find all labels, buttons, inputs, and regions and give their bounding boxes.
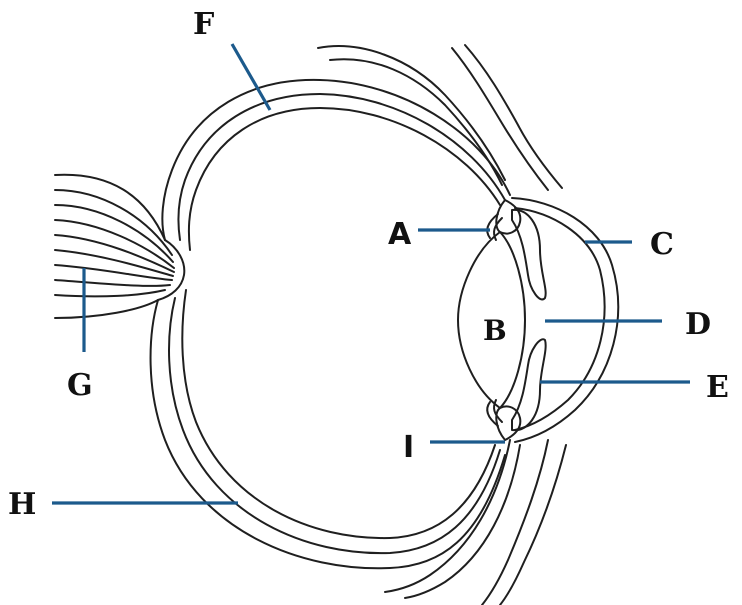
optic-nerve-fibers: [54, 189, 175, 298]
lower-lid-fold: [384, 439, 511, 593]
label-g: G: [67, 368, 93, 403]
labels: A B C D E F G H I: [8, 7, 729, 522]
optic-nerve-lower: [54, 299, 159, 319]
lower-eyelid-outer: [481, 439, 549, 605]
label-a: A: [388, 217, 412, 252]
upper-eyelid-inner: [464, 44, 563, 189]
upper-lid-fold-2: [329, 58, 503, 186]
upper-eyelid-outer: [451, 47, 549, 191]
iris-upper: [511, 208, 547, 301]
zonule-lower: [486, 399, 503, 427]
choroid-layer: [168, 93, 506, 555]
label-h: H: [8, 487, 36, 522]
leader-line-f: [230, 43, 272, 111]
label-f: F: [193, 7, 214, 42]
eye-outline: [54, 44, 620, 605]
label-b: B: [483, 314, 507, 347]
label-d: D: [685, 307, 711, 342]
optic-nerve-upper: [54, 173, 166, 241]
label-c: C: [650, 227, 674, 262]
cornea-outline: [511, 197, 620, 443]
upper-lid-fold: [317, 45, 506, 181]
iris-lower: [511, 338, 547, 432]
retina-layer: [181, 107, 501, 540]
lower-eyelid-inner: [499, 444, 567, 605]
label-e: E: [706, 370, 729, 405]
lower-lid-fold-2: [404, 444, 521, 599]
label-i: I: [403, 430, 414, 465]
lens: [457, 231, 526, 409]
cornea-inner-outline: [514, 207, 606, 431]
zonule-upper: [486, 213, 503, 241]
ciliary-body-lower: [495, 405, 522, 441]
optic-disc: [157, 239, 186, 301]
leader-lines: [52, 43, 690, 505]
sclera-outer: [149, 78, 511, 570]
